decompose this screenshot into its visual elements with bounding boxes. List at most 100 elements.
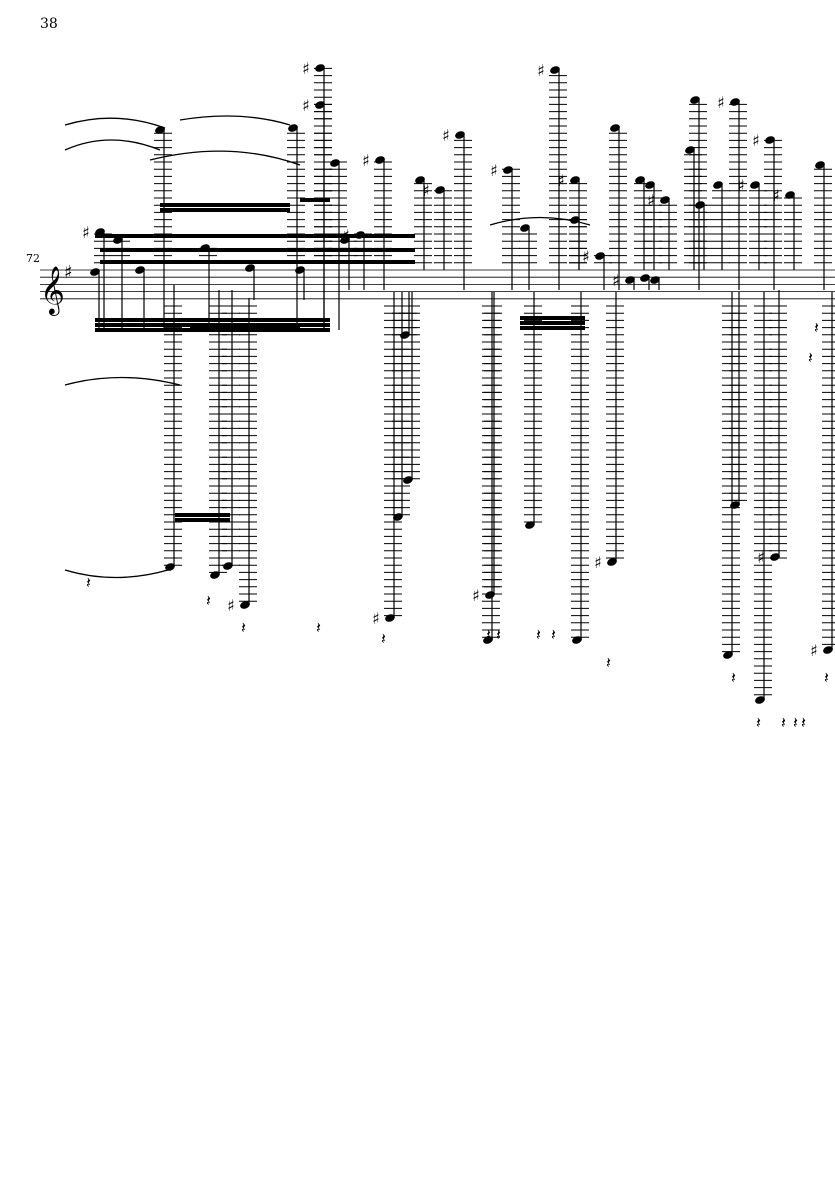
note-stems (98, 68, 833, 700)
notehead (815, 161, 825, 169)
rest-icon: 𝄽 (536, 625, 541, 644)
sharp-icon: ♯ (227, 596, 235, 615)
notehead (755, 696, 765, 704)
notehead (483, 636, 493, 644)
rests: 𝄽𝄽𝄽𝄽𝄽𝄽𝄽𝄽𝄽𝄽𝄽𝄽𝄽𝄽𝄽𝄽𝄽𝄽 (86, 318, 829, 732)
slur (64, 139, 161, 151)
notehead (155, 126, 165, 134)
beam (520, 321, 585, 325)
sharp-icon: ♯ (582, 247, 590, 266)
notehead (393, 513, 403, 521)
accidentals: ♯♯♯♯♯♯♯♯♯♯♯♯♯♯♯♯♯♯♯♯♯♯♯ (82, 59, 818, 660)
beam (95, 234, 415, 238)
sharp-icon: ♯ (442, 126, 450, 145)
beam (175, 513, 230, 517)
beam (160, 208, 290, 212)
notehead (572, 636, 582, 644)
slur (64, 569, 169, 579)
key-signature-sharp-icon: ♯ (64, 262, 73, 283)
rest-icon: 𝄽 (486, 625, 491, 644)
treble-clef-icon: 𝄞 (40, 265, 65, 316)
notehead (435, 186, 445, 194)
rest-icon: 𝄽 (381, 629, 386, 648)
rest-icon: 𝄽 (808, 348, 813, 367)
rest-icon: 𝄽 (241, 618, 246, 637)
slur (64, 117, 166, 129)
rest-icon: 𝄽 (206, 591, 211, 610)
notehead (90, 268, 100, 276)
notehead (610, 124, 620, 132)
notehead (690, 96, 700, 104)
notehead (295, 266, 305, 274)
rest-icon: 𝄽 (756, 713, 761, 732)
beam (175, 518, 230, 522)
noteheads (90, 64, 833, 704)
notehead (770, 553, 780, 561)
notehead (695, 201, 705, 209)
staff-lines (40, 269, 835, 300)
notehead (823, 646, 833, 654)
sharp-icon: ♯ (537, 61, 545, 80)
rest-icon: 𝄽 (731, 668, 736, 687)
notehead (713, 181, 723, 189)
notehead (455, 131, 465, 139)
slurs (64, 115, 591, 579)
sharp-icon: ♯ (342, 226, 350, 245)
slur (149, 150, 301, 166)
rest-icon: 𝄽 (814, 318, 819, 337)
notehead (400, 331, 410, 339)
notehead (625, 276, 635, 284)
rest-icon: 𝄽 (824, 668, 829, 687)
notehead (607, 558, 617, 566)
rest-icon: 𝄽 (793, 713, 798, 732)
beams (95, 198, 585, 522)
rest-icon: 𝄽 (551, 625, 556, 644)
notehead (520, 224, 530, 232)
beam (185, 318, 300, 322)
slur (489, 216, 591, 226)
notehead (385, 614, 395, 622)
beam (100, 248, 415, 252)
notehead (570, 176, 580, 184)
rest-icon: 𝄽 (86, 573, 91, 592)
beam (520, 316, 585, 320)
notehead (340, 236, 350, 244)
notehead (723, 651, 733, 659)
rest-icon: 𝄽 (801, 713, 806, 732)
notehead (660, 196, 670, 204)
notehead (415, 176, 425, 184)
sharp-icon: ♯ (810, 641, 818, 660)
notehead (165, 563, 175, 571)
sharp-icon: ♯ (757, 548, 765, 567)
rest-icon: 𝄽 (606, 653, 611, 672)
notehead (223, 562, 233, 570)
sharp-icon: ♯ (82, 223, 90, 242)
notehead (765, 136, 775, 144)
sharp-icon: ♯ (302, 96, 310, 115)
notehead (210, 571, 220, 579)
slur (64, 376, 181, 386)
beam (520, 326, 585, 330)
notehead (113, 236, 123, 244)
notehead (245, 264, 255, 272)
notehead (635, 176, 645, 184)
notehead (650, 276, 660, 284)
sharp-icon: ♯ (362, 151, 370, 170)
notehead (95, 228, 105, 236)
beam (95, 328, 330, 332)
sharp-icon: ♯ (490, 161, 498, 180)
sharp-icon: ♯ (594, 553, 602, 572)
rest-icon: 𝄽 (316, 618, 321, 637)
sharp-icon: ♯ (737, 176, 745, 195)
sharp-icon: ♯ (717, 93, 725, 112)
notehead (315, 101, 325, 109)
sharp-icon: ♯ (612, 271, 620, 290)
sharp-icon: ♯ (647, 191, 655, 210)
notehead (750, 181, 760, 189)
notehead (550, 66, 560, 74)
notehead (330, 159, 340, 167)
beam (160, 203, 290, 207)
sharp-icon: ♯ (302, 59, 310, 78)
beam (100, 260, 415, 264)
